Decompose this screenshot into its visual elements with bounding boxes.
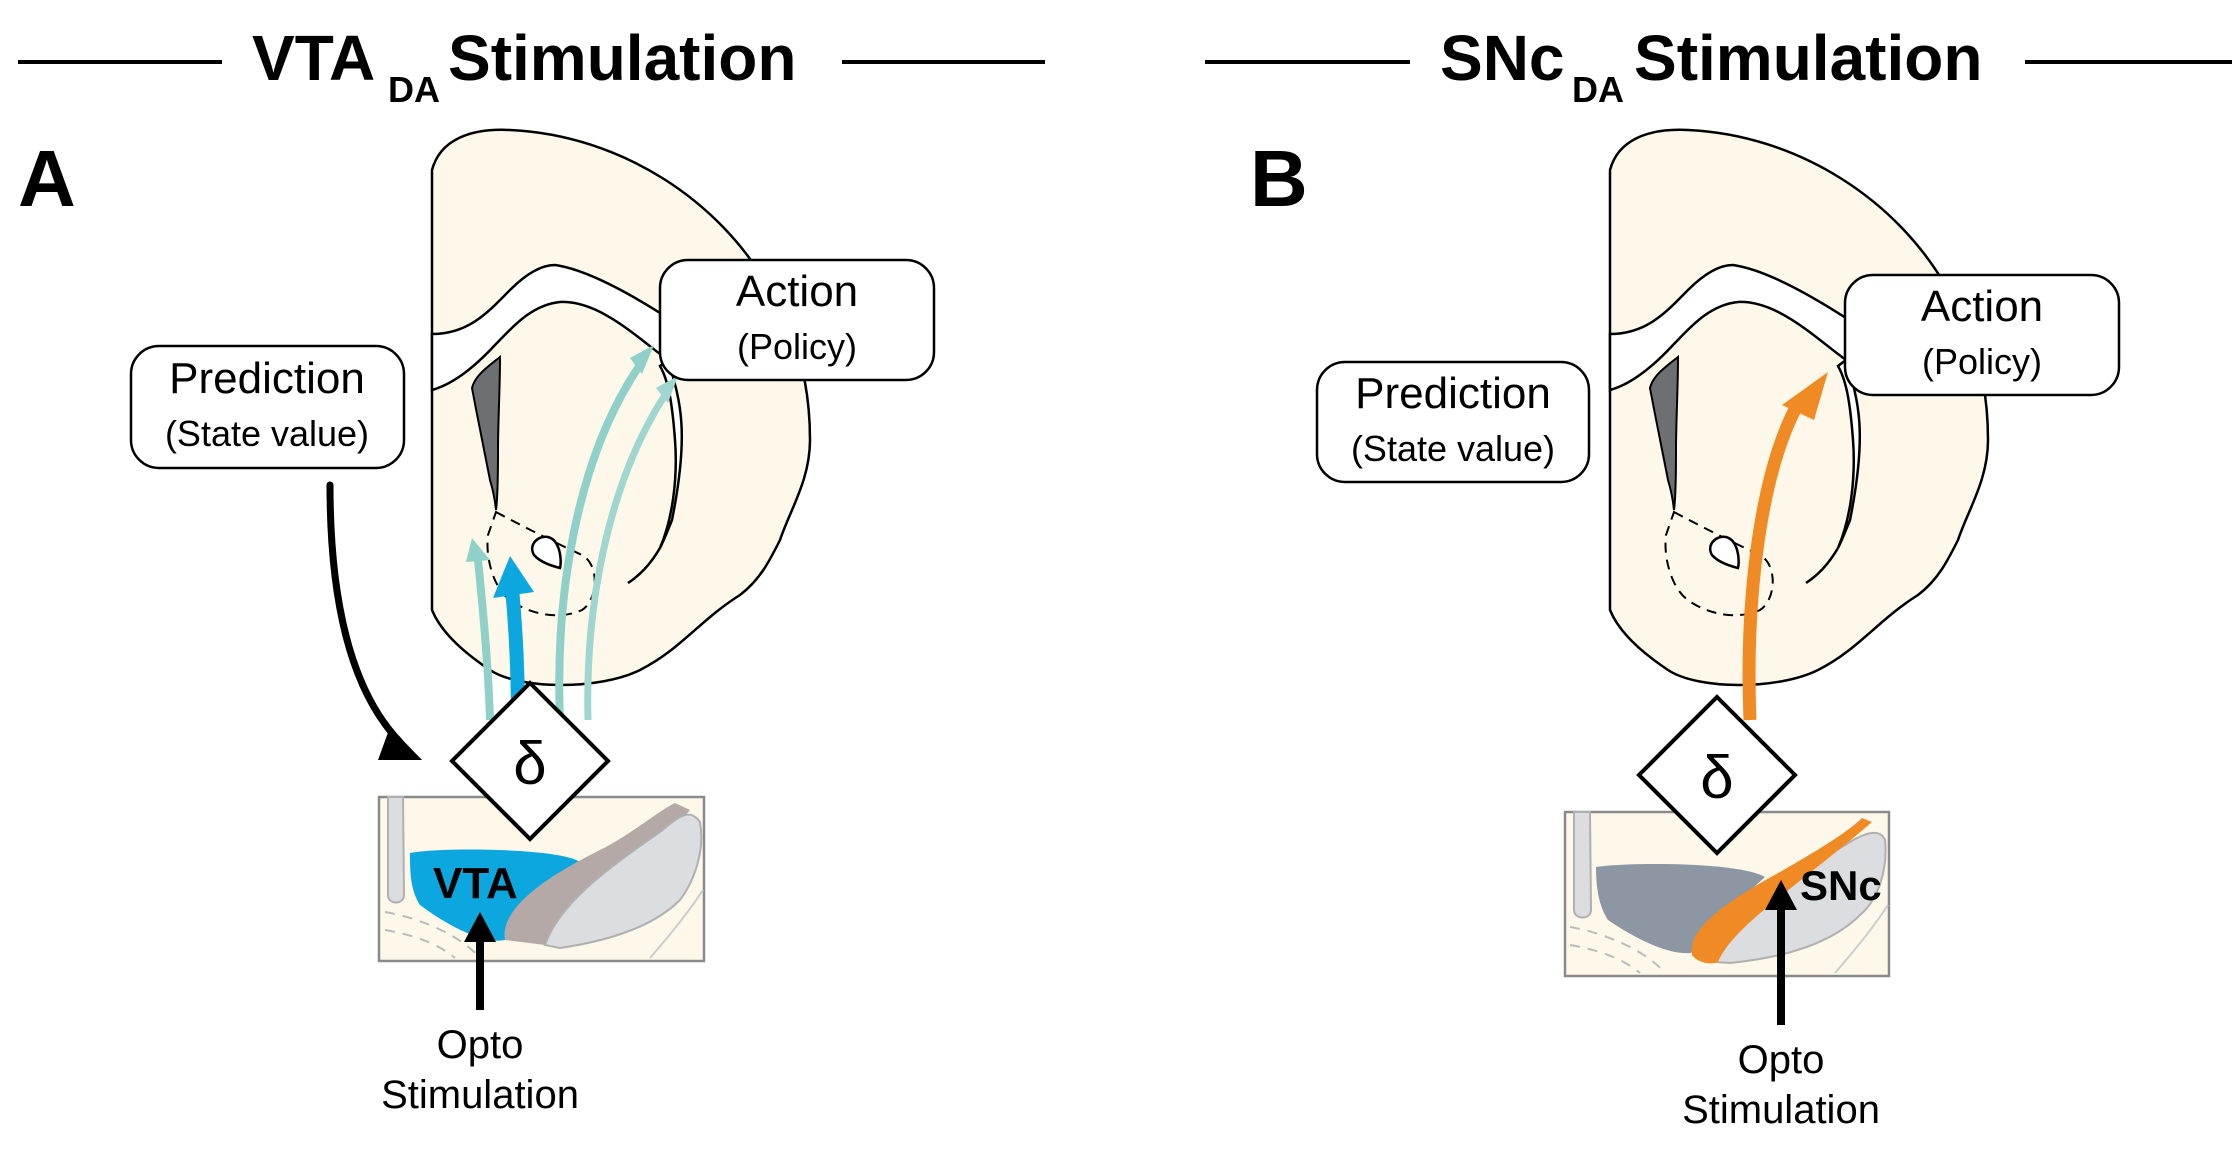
projection-arrowhead — [630, 345, 654, 374]
opto-stimulation: Opto Stimulation — [1682, 880, 1880, 1132]
nucleus-accumbens-outline — [1664, 510, 1774, 617]
panel-title-main: VTA — [252, 22, 375, 94]
vta-projection-arrowhead — [493, 556, 534, 598]
region-label: VTA — [433, 859, 518, 908]
midline-structure — [387, 796, 406, 904]
prediction-box: Prediction (State value) — [1315, 360, 1591, 484]
prediction-title: Prediction — [169, 354, 365, 403]
action-subtitle: (Policy) — [737, 326, 857, 367]
projection-arrowhead — [466, 538, 490, 562]
midline-structure — [1573, 811, 1593, 919]
striatum-boundary — [627, 547, 662, 585]
main-projection — [1742, 372, 1828, 721]
prediction-title: Prediction — [1355, 369, 1551, 418]
action-box: Action (Policy) — [658, 258, 936, 382]
prediction-arrowhead — [378, 727, 422, 760]
stim-label-line2: Stimulation — [381, 1073, 579, 1117]
delta-node: δ — [1636, 694, 1798, 856]
action-title: Action — [736, 267, 858, 316]
action-title: Action — [1921, 282, 2043, 331]
panel-title-subscript: DA — [1572, 69, 1624, 110]
lateral-ventricle — [470, 354, 502, 511]
snc-region-gray — [504, 803, 690, 945]
stim-arrowhead — [464, 912, 496, 942]
anterior-commissure — [1709, 535, 1740, 570]
lateral-ventricle — [1648, 354, 1680, 511]
delta-symbol: δ — [513, 730, 546, 797]
stim-label-line1: Opto — [1738, 1038, 1825, 1082]
delta-node: δ — [449, 680, 611, 842]
delta-diamond — [449, 680, 611, 842]
snc-projection-arrow — [1742, 396, 1806, 721]
delta-diamond — [1636, 694, 1798, 856]
fiber-tract-dashed — [1569, 926, 1666, 974]
fiber-tract-dashed — [384, 929, 456, 959]
cerebral-peduncle-line — [1834, 904, 1889, 974]
cerebral-peduncle-line — [649, 889, 704, 959]
snc-projection-arrowhead — [1782, 372, 1828, 420]
prediction-box-frame — [129, 344, 406, 470]
action-box-frame — [658, 258, 936, 382]
panel-b: SNc DA Stimulation B Prediction (State v… — [1205, 22, 2232, 1132]
prediction-arrow-line — [326, 481, 404, 746]
stim-label-line1: Opto — [437, 1023, 524, 1067]
panel-a-header: VTA DA Stimulation — [18, 22, 1045, 110]
fiber-tract-dashed — [384, 911, 481, 959]
nucleus-accumbens-outline — [486, 510, 596, 617]
prediction-box-frame — [1315, 360, 1591, 484]
projection-arrow-dorsal — [555, 362, 644, 721]
action-box-frame — [1843, 273, 2121, 397]
vta-region-gray — [1596, 864, 1765, 954]
delta-symbol: δ — [1700, 744, 1733, 811]
anterior-commissure — [531, 535, 562, 570]
prediction-to-delta-arrow — [326, 481, 422, 760]
panel-title-subscript: DA — [388, 69, 440, 110]
projection-arrow-ventral — [474, 559, 494, 721]
prediction-subtitle: (State value) — [165, 413, 369, 454]
panel-letter: A — [18, 134, 76, 223]
panel-a: VTA DA Stimulation A — [18, 22, 1045, 1117]
panel-letter: B — [1250, 134, 1308, 223]
panel-title-rest: Stimulation — [448, 22, 796, 94]
brain-coronal-section — [430, 128, 812, 687]
panel-b-header: SNc DA Stimulation — [1205, 22, 2232, 110]
snr-region — [543, 813, 703, 950]
secondary-projections — [466, 345, 678, 721]
prediction-subtitle: (State value) — [1351, 428, 1555, 469]
stim-label-line2: Stimulation — [1682, 1088, 1880, 1132]
stim-arrowhead — [1765, 880, 1797, 910]
panel-title-main: SNc — [1440, 22, 1565, 94]
action-subtitle: (Policy) — [1922, 341, 2042, 382]
projection-arrowhead — [656, 376, 678, 403]
vta-region — [410, 849, 580, 941]
opto-stimulation: Opto Stimulation — [381, 912, 579, 1117]
action-box: Action (Policy) — [1843, 273, 2121, 397]
panel-title-rest: Stimulation — [1634, 22, 1982, 94]
region-label: SNc — [1800, 862, 1882, 909]
fiber-tract-dashed — [1569, 944, 1641, 974]
prediction-box: Prediction (State value) — [129, 344, 406, 470]
striatum-boundary — [1805, 547, 1840, 585]
projection-arrow-lateral — [584, 393, 668, 721]
